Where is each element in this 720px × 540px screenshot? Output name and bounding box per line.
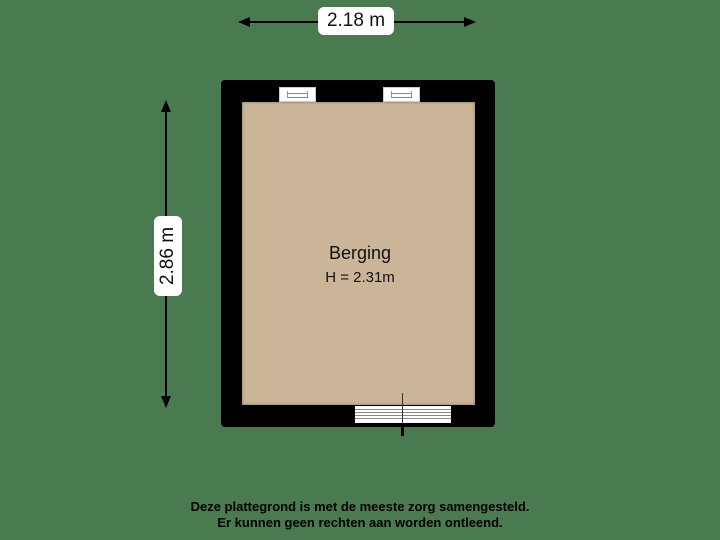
arrow-left-icon <box>238 17 250 27</box>
arrow-up-icon <box>161 100 171 112</box>
door-swing-line <box>402 393 403 423</box>
arrow-right-icon <box>464 17 476 27</box>
disclaimer: Deze plattegrond is met de meeste zorg s… <box>100 499 620 531</box>
window-pane <box>287 91 308 98</box>
window-top-left <box>279 87 316 102</box>
door-swing-tick <box>401 423 404 436</box>
disclaimer-line-2: Er kunnen geen rechten aan worden ontlee… <box>217 515 503 530</box>
room-name-label: Berging <box>328 243 392 263</box>
height-dimension-label: 2.86 m <box>154 216 182 296</box>
door-bottom <box>355 406 451 423</box>
room-floor-berging[interactable] <box>242 102 475 405</box>
disclaimer-line-1: Deze plattegrond is met de meeste zorg s… <box>190 499 530 514</box>
width-dimension-label: 2.18 m <box>318 7 394 35</box>
window-top-right <box>383 87 420 102</box>
window-pane <box>391 91 412 98</box>
room-height-label: H = 2.31m <box>325 269 395 286</box>
arrow-down-icon <box>161 396 171 408</box>
